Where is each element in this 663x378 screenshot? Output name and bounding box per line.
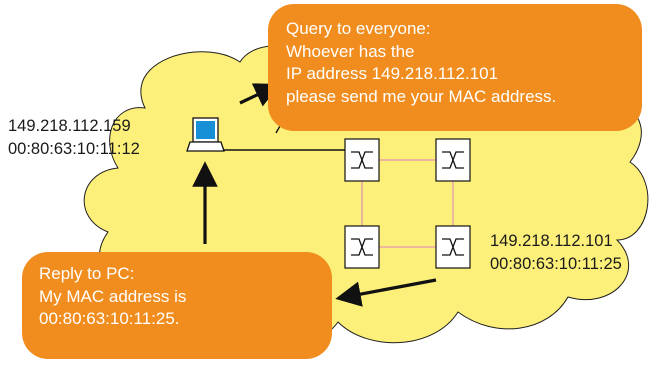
pc-ip-label: 149.218.112.159 <box>8 117 131 135</box>
query-line: IP address 149.218.112.101 <box>286 64 499 83</box>
query-line: please send me your MAC address. <box>286 86 557 106</box>
query-line: Query to everyone: <box>286 19 431 38</box>
laptop-icon <box>186 117 225 152</box>
switch-icon <box>351 151 373 169</box>
ring-links <box>361 159 454 248</box>
pc-mac-label: 00:80:63:10:11:12 <box>8 140 140 158</box>
query-line: Whoever has the <box>286 41 415 61</box>
switch-icon <box>351 238 373 256</box>
switch-top-right <box>435 138 471 182</box>
switch-top-left <box>344 138 380 182</box>
small-arrow-tick <box>275 125 281 134</box>
reply-bubble: Reply to PC: My MAC address is 00:80:63:… <box>22 252 332 359</box>
target-ip-label: 149.218.112.101 <box>490 232 613 250</box>
reply-line: Reply to PC: <box>39 264 135 283</box>
switch-bottom-right <box>435 225 471 269</box>
target-mac-label: 00:80:63:10:11:25 <box>490 255 622 273</box>
switch-bottom-left <box>344 225 380 269</box>
query-bubble: Query to everyone: Whoever has the IP ad… <box>268 4 642 131</box>
reply-line: 00:80:63:10:11:25. <box>39 309 180 328</box>
reply-line: My MAC address is <box>39 286 187 306</box>
switch-icon <box>442 238 464 256</box>
arrow-target-to-reply <box>335 278 437 307</box>
switch-icon <box>442 151 464 169</box>
